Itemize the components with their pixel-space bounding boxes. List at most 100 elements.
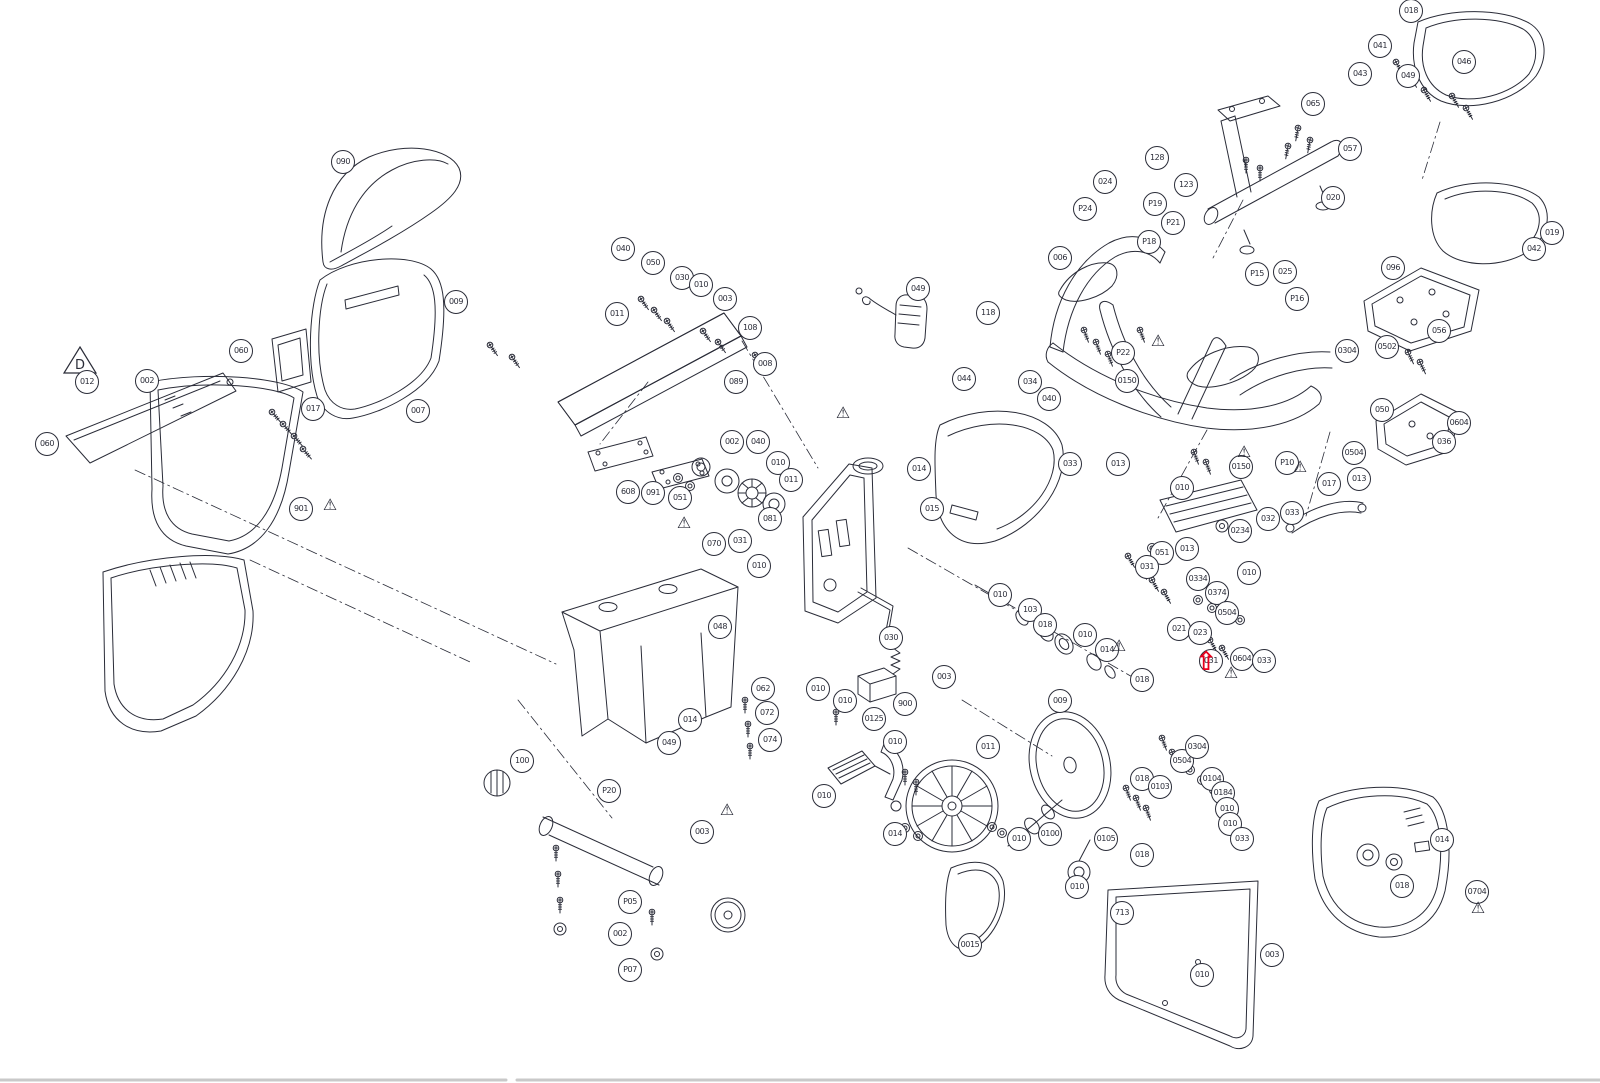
part-callout-0015: 0015 <box>958 933 982 957</box>
part-callout-060: 060 <box>229 339 253 363</box>
part-callout-010: 010 <box>988 583 1012 607</box>
part-callout-002: 002 <box>135 369 159 393</box>
part-callout-P22: P22 <box>1111 341 1135 365</box>
flywheel <box>905 759 999 853</box>
part-callout-002: 002 <box>720 430 744 454</box>
part-callout-020: 020 <box>1321 186 1345 210</box>
part-callout-031: 031 <box>1135 555 1159 579</box>
part-callout-040: 040 <box>746 430 770 454</box>
part-callout-025: 025 <box>1273 260 1297 284</box>
part-callout-014: 014 <box>1095 638 1119 662</box>
part-callout-010: 010 <box>689 273 713 297</box>
part-callout-018: 018 <box>1033 613 1057 637</box>
seat-bottom-pan <box>934 410 1064 545</box>
part-callout-010: 010 <box>1190 963 1214 987</box>
part-callout-0704: 0704 <box>1465 880 1489 904</box>
seat-back-top-cover <box>321 147 462 270</box>
part-callout-040: 040 <box>1037 387 1061 411</box>
heart-rate-sensor <box>855 287 928 349</box>
part-callout-056: 056 <box>1427 319 1451 343</box>
part-callout-007: 007 <box>406 399 430 423</box>
part-callout-018: 018 <box>1390 874 1414 898</box>
part-callout-060: 060 <box>35 432 59 456</box>
part-callout-0150: 0150 <box>1115 369 1139 393</box>
part-callout-011: 011 <box>779 468 803 492</box>
part-callout-0100: 0100 <box>1038 822 1062 846</box>
part-callout-031: 031 <box>728 529 752 553</box>
part-callout-051: 051 <box>668 486 692 510</box>
part-callout-043: 043 <box>1348 62 1372 86</box>
part-callout-0502: 0502 <box>1375 335 1399 359</box>
part-callout-608: 608 <box>616 480 640 504</box>
part-callout-003: 003 <box>713 287 737 311</box>
part-callout-090: 090 <box>331 150 355 174</box>
part-callout-008: 008 <box>753 352 777 376</box>
red-highlight-arrow-icon: ⇧ <box>1195 647 1217 677</box>
part-callout-050: 050 <box>641 251 665 275</box>
part-callout-P24: P24 <box>1073 197 1097 221</box>
part-callout-P19: P19 <box>1143 192 1167 216</box>
warning-triangle-icon: ⚠ <box>322 495 338 514</box>
part-callout-034: 034 <box>1018 370 1042 394</box>
part-callout-013: 013 <box>1347 467 1371 491</box>
part-callout-0504: 0504 <box>1342 441 1366 465</box>
part-callout-123: 123 <box>1174 173 1198 197</box>
part-callout-009: 009 <box>1048 689 1072 713</box>
part-callout-074: 074 <box>758 728 782 752</box>
part-callout-051: 051 <box>1150 541 1174 565</box>
warning-triangle-icon: ⚠ <box>1111 636 1127 655</box>
part-callout-010: 010 <box>1065 875 1089 899</box>
part-callout-P16: P16 <box>1285 287 1309 311</box>
control-box <box>857 667 897 703</box>
part-callout-P05: P05 <box>618 890 642 914</box>
spring <box>890 647 901 675</box>
part-callout-003: 003 <box>1260 943 1284 967</box>
part-callout-010: 010 <box>1170 476 1194 500</box>
part-callout-118: 118 <box>976 301 1000 325</box>
part-callout-011: 011 <box>605 302 629 326</box>
seat-bracket <box>271 328 312 393</box>
part-callout-033: 033 <box>1280 501 1304 525</box>
part-callout-010: 010 <box>883 730 907 754</box>
part-callout-0125: 0125 <box>862 707 886 731</box>
part-callout-062: 062 <box>751 677 775 701</box>
part-callout-013: 013 <box>1175 537 1199 561</box>
part-callout-065: 065 <box>1301 92 1325 116</box>
part-callout-P10: P10 <box>1275 451 1299 475</box>
part-callout-081: 081 <box>758 507 782 531</box>
part-callout-017: 017 <box>301 397 325 421</box>
part-callout-128: 128 <box>1145 146 1169 170</box>
part-callout-010: 010 <box>1073 623 1097 647</box>
part-callout-0234: 0234 <box>1228 519 1252 543</box>
part-callout-057: 057 <box>1338 137 1362 161</box>
part-callout-P20: P20 <box>597 779 621 803</box>
front-post <box>483 769 746 961</box>
part-callout-033: 033 <box>1058 452 1082 476</box>
part-callout-018: 018 <box>1130 843 1154 867</box>
part-callout-713: 713 <box>1110 901 1134 925</box>
mount-bracket-upper <box>1363 267 1480 352</box>
warning-triangle-icon: ⚠ <box>1292 457 1308 476</box>
pedal-left <box>827 750 891 785</box>
part-callout-010: 010 <box>833 689 857 713</box>
part-callout-010: 010 <box>1007 827 1031 851</box>
part-callout-108: 108 <box>738 316 762 340</box>
part-callout-010: 010 <box>812 784 836 808</box>
warning-triangle-icon: ⚠ <box>1470 898 1486 917</box>
part-callout-0103: 0103 <box>1148 775 1172 799</box>
part-callout-049: 049 <box>1396 64 1420 88</box>
part-callout-003: 003 <box>932 665 956 689</box>
part-callout-089: 089 <box>724 370 748 394</box>
part-callout-P07: P07 <box>618 958 642 982</box>
warning-triangle-icon: ⚠ <box>1150 331 1166 350</box>
part-callout-P18: P18 <box>1137 230 1161 254</box>
part-callout-014: 014 <box>907 457 931 481</box>
part-callout-017: 017 <box>1317 472 1341 496</box>
part-callout-033: 033 <box>1252 649 1276 673</box>
part-callout-031: 031 <box>1199 649 1223 673</box>
rail-rollers <box>691 457 786 516</box>
part-callout-030: 030 <box>879 626 903 650</box>
part-callout-014: 014 <box>1430 828 1454 852</box>
detail-view-letter: D <box>75 358 85 373</box>
